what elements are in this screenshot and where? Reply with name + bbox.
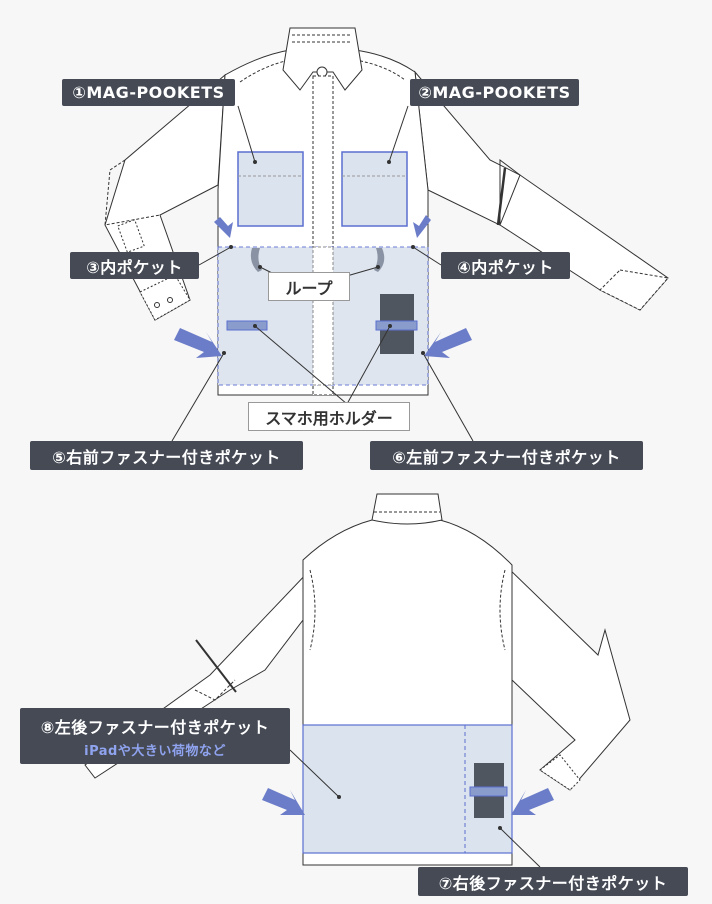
label-front-left-zip-pocket-6: ⑥左前ファスナー付きポケット bbox=[370, 441, 643, 470]
phone-holder-left bbox=[226, 320, 268, 331]
arrow-icons-back bbox=[262, 788, 554, 815]
phone-holder-back bbox=[469, 786, 508, 797]
arrow-icon bbox=[174, 328, 222, 358]
label-back-left-zip-pocket-8-title: ⑧左後ファスナー付きポケット bbox=[40, 717, 270, 737]
front-collar bbox=[282, 27, 363, 91]
phone-holder-right bbox=[375, 320, 418, 331]
label-inner-pocket-3: ③内ポケット bbox=[70, 252, 199, 279]
leader-lines-front bbox=[171, 105, 474, 442]
label-back-right-zip-pocket-7: ⑦右後ファスナー付きポケット bbox=[418, 867, 688, 896]
label-back-left-zip-pocket-8: ⑧左後ファスナー付きポケット iPadや大きい荷物など bbox=[20, 708, 290, 764]
label-back-left-zip-pocket-8-note: iPadや大きい荷物など bbox=[84, 743, 226, 759]
label-inner-pocket-4: ④内ポケット bbox=[441, 252, 570, 279]
label-mag-pocket-1: ①MAG-POOKETS bbox=[62, 79, 235, 106]
arrow-icon bbox=[262, 788, 305, 815]
leader-lines-back bbox=[289, 749, 541, 868]
front-pockets bbox=[217, 151, 429, 386]
arrow-icon bbox=[214, 217, 233, 238]
back-right-sleeve bbox=[504, 563, 631, 791]
mag-pocket-left bbox=[237, 151, 304, 227]
arrow-icon bbox=[413, 215, 431, 238]
mag-pocket-right bbox=[341, 151, 408, 227]
label-loop: ループ bbox=[268, 272, 350, 301]
label-phone-holder: スマホ用ホルダー bbox=[248, 402, 410, 431]
arrow-icons-front bbox=[174, 215, 472, 358]
back-pockets bbox=[302, 724, 513, 854]
arrow-icon bbox=[424, 328, 472, 358]
label-front-right-zip-pocket-5: ⑤右前ファスナー付きポケット bbox=[30, 441, 303, 470]
arrow-icon bbox=[511, 788, 554, 815]
label-mag-pocket-2: ②MAG-POOKETS bbox=[410, 79, 579, 106]
back-collar bbox=[371, 493, 443, 525]
